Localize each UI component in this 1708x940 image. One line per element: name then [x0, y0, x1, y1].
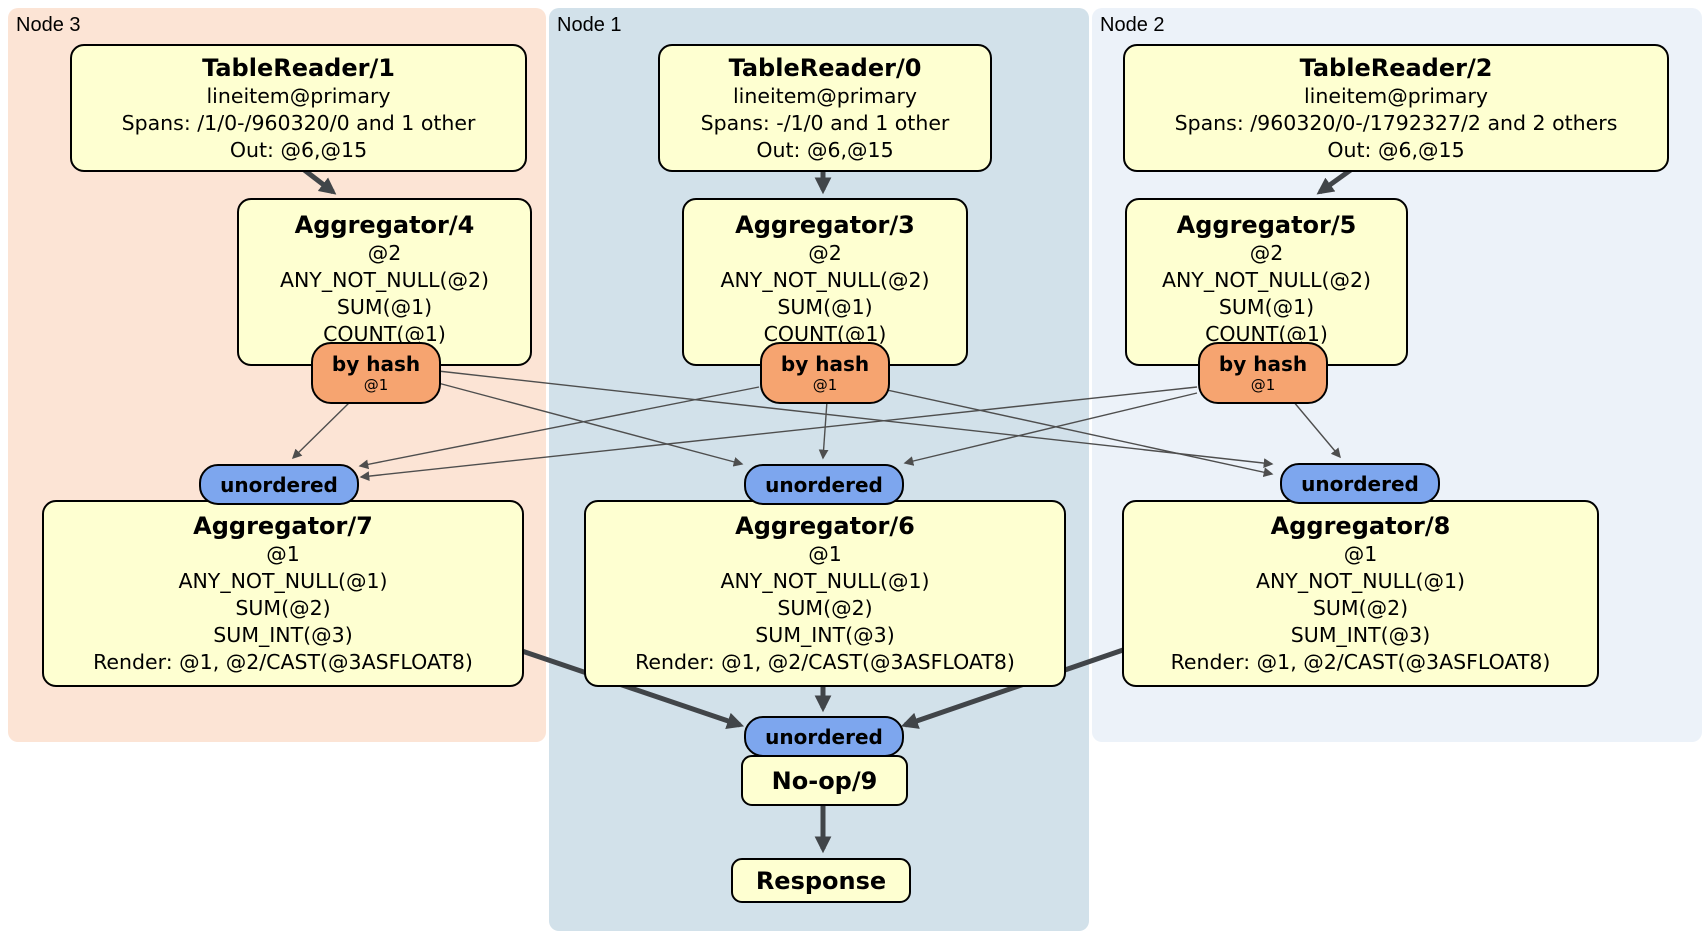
processor-title: Aggregator/8 [1270, 512, 1451, 540]
processor-title: Aggregator/4 [294, 211, 475, 239]
noop-9-box: No-op/9 [741, 755, 908, 806]
aggregator-3-box: Aggregator/3 @2 ANY_NOT_NULL(@2) SUM(@1)… [682, 198, 968, 366]
processor-line: Out: @6,@15 [756, 137, 894, 162]
processor-line: SUM(@2) [1312, 596, 1409, 620]
processor-line: lineitem@primary [1303, 83, 1489, 108]
hash-router-label: by hash [780, 351, 870, 376]
edge-tablereader1-to-aggregator4 [301, 167, 337, 195]
processor-line: ANY_NOT_NULL(@2) [279, 268, 490, 292]
processor-line: SUM(@2) [777, 596, 873, 620]
edge-byhash-left-to-unordered-mid [437, 382, 744, 467]
edge-aggregator8-to-unordered-bottom [900, 647, 1124, 729]
edge-byhash-mid-to-unordered-right [886, 389, 1274, 478]
processor-line: ANY_NOT_NULL(@2) [720, 268, 930, 292]
processor-line: @2 [808, 241, 842, 265]
processor-line: @2 [1249, 241, 1284, 265]
processor-line: Out: @6,@15 [229, 137, 368, 162]
hash-router-node1: by hash @1 [760, 342, 890, 404]
edge-aggregator7-to-unordered-bottom [518, 647, 745, 729]
region-node3-label: Node 3 [16, 14, 81, 36]
edge-tablereader2-to-aggregator5 [1316, 166, 1354, 195]
aggregator-8-box: Aggregator/8 @1 ANY_NOT_NULL(@1) SUM(@2)… [1122, 500, 1599, 687]
processor-line: @1 [808, 542, 842, 566]
hash-router-node3: by hash @1 [311, 342, 441, 404]
edge-byhash-left-to-unordered-left [291, 400, 352, 460]
processor-line: Spans: /1/0-/960320/0 and 1 other [121, 110, 476, 135]
processor-line: SUM(@2) [235, 596, 331, 620]
region-node1-label: Node 1 [557, 14, 622, 36]
unordered-sync-final: unordered [744, 716, 904, 757]
hash-router-node2: by hash @1 [1198, 342, 1328, 404]
processor-line: Out: @6,@15 [1327, 137, 1465, 162]
processor-line: Spans: /960320/0-/1792327/2 and 2 others [1174, 110, 1618, 135]
edge-byhash-left-to-unordered-right [437, 370, 1274, 468]
aggregator-6-box: Aggregator/6 @1 ANY_NOT_NULL(@1) SUM(@2)… [584, 500, 1066, 687]
unordered-sync-node1: unordered [744, 464, 904, 505]
edge-byhash-right-to-unordered-right [1292, 400, 1341, 459]
edge-byhash-mid-to-unordered-left [358, 386, 760, 470]
processor-line: ANY_NOT_NULL(@1) [178, 569, 388, 593]
processor-line: Render: @1, @2/CAST(@3ASFLOAT8) [93, 650, 473, 674]
aggregator-5-box: Aggregator/5 @2 ANY_NOT_NULL(@2) SUM(@1)… [1125, 198, 1408, 366]
processor-line: SUM(@1) [777, 295, 873, 319]
processor-line: SUM_INT(@3) [213, 623, 353, 647]
processor-line: SUM_INT(@3) [1290, 623, 1431, 647]
processor-line: @1 [1343, 542, 1378, 566]
processor-line: Render: @1, @2/CAST(@3ASFLOAT8) [635, 650, 1015, 674]
processor-title: Aggregator/5 [1176, 211, 1357, 239]
processor-title: Aggregator/7 [193, 512, 373, 540]
processor-line: ANY_NOT_NULL(@2) [1161, 268, 1372, 292]
processor-line: @2 [367, 241, 402, 265]
edge-byhash-right-to-unordered-mid [903, 392, 1198, 466]
processor-line: SUM(@1) [336, 295, 433, 319]
processor-line: SUM_INT(@3) [755, 623, 895, 647]
unordered-sync-node3: unordered [199, 464, 359, 505]
processor-line: lineitem@primary [206, 83, 391, 108]
tablereader-0-box: TableReader/0 lineitem@primary Spans: -/… [658, 44, 992, 172]
processor-line: Spans: -/1/0 and 1 other [700, 110, 950, 135]
processor-line: SUM(@1) [1218, 295, 1315, 319]
processor-title: TableReader/2 [1299, 53, 1493, 82]
processor-line: ANY_NOT_NULL(@1) [720, 569, 930, 593]
response-box: Response [731, 858, 911, 903]
hash-router-key: @1 [812, 375, 838, 394]
processor-line: ANY_NOT_NULL(@1) [1255, 569, 1466, 593]
processor-title: Aggregator/3 [735, 211, 915, 239]
processor-title: TableReader/1 [202, 53, 395, 82]
processor-line: lineitem@primary [732, 83, 918, 108]
tablereader-1-box: TableReader/1 lineitem@primary Spans: /1… [70, 44, 527, 172]
hash-router-key: @1 [1250, 375, 1276, 394]
hash-router-key: @1 [363, 375, 389, 394]
processor-line: @1 [266, 542, 300, 566]
processor-title: Aggregator/6 [735, 512, 915, 540]
aggregator-4-box: Aggregator/4 @2 ANY_NOT_NULL(@2) SUM(@1)… [237, 198, 532, 366]
edge-byhash-mid-to-unordered-mid [818, 400, 829, 460]
hash-router-label: by hash [331, 351, 421, 376]
hash-router-label: by hash [1218, 351, 1308, 376]
aggregator-7-box: Aggregator/7 @1 ANY_NOT_NULL(@1) SUM(@2)… [42, 500, 524, 687]
tablereader-2-box: TableReader/2 lineitem@primary Spans: /9… [1123, 44, 1669, 172]
processor-title: TableReader/0 [728, 53, 922, 82]
unordered-sync-node2: unordered [1280, 463, 1440, 504]
processor-line: Render: @1, @2/CAST(@3ASFLOAT8) [1170, 650, 1551, 674]
edge-byhash-right-to-unordered-left [359, 386, 1198, 481]
region-node2-label: Node 2 [1100, 14, 1165, 36]
